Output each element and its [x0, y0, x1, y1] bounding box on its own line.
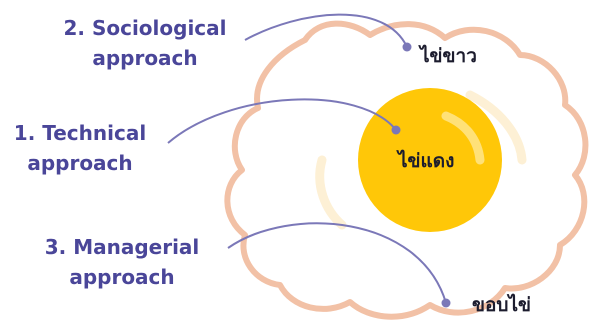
egg-yolk-label: ไข่แดง [398, 150, 454, 172]
label-sociological-line1: 2. Sociological [40, 13, 250, 43]
connector-managerial-dot [442, 299, 451, 308]
label-technical-line1: 1. Technical [0, 118, 160, 148]
label-sociological-line2: approach [40, 43, 250, 73]
egg-white-shine-left [320, 160, 342, 225]
connector-managerial [228, 223, 446, 303]
label-technical-line2: approach [0, 148, 160, 178]
label-sociological-approach: 2. Sociological approach [40, 13, 250, 73]
label-technical-approach: 1. Technical approach [0, 118, 160, 178]
connector-sociological-dot [403, 43, 412, 52]
label-managerial-line2: approach [22, 262, 222, 292]
egg-edge-label: ขอบไข่ [472, 294, 531, 316]
egg-white-label: ไข่ขาว [420, 45, 477, 67]
connector-technical [168, 99, 396, 143]
label-managerial-approach: 3. Managerial approach [22, 232, 222, 292]
connector-technical-dot [392, 126, 401, 135]
label-managerial-line1: 3. Managerial [22, 232, 222, 262]
